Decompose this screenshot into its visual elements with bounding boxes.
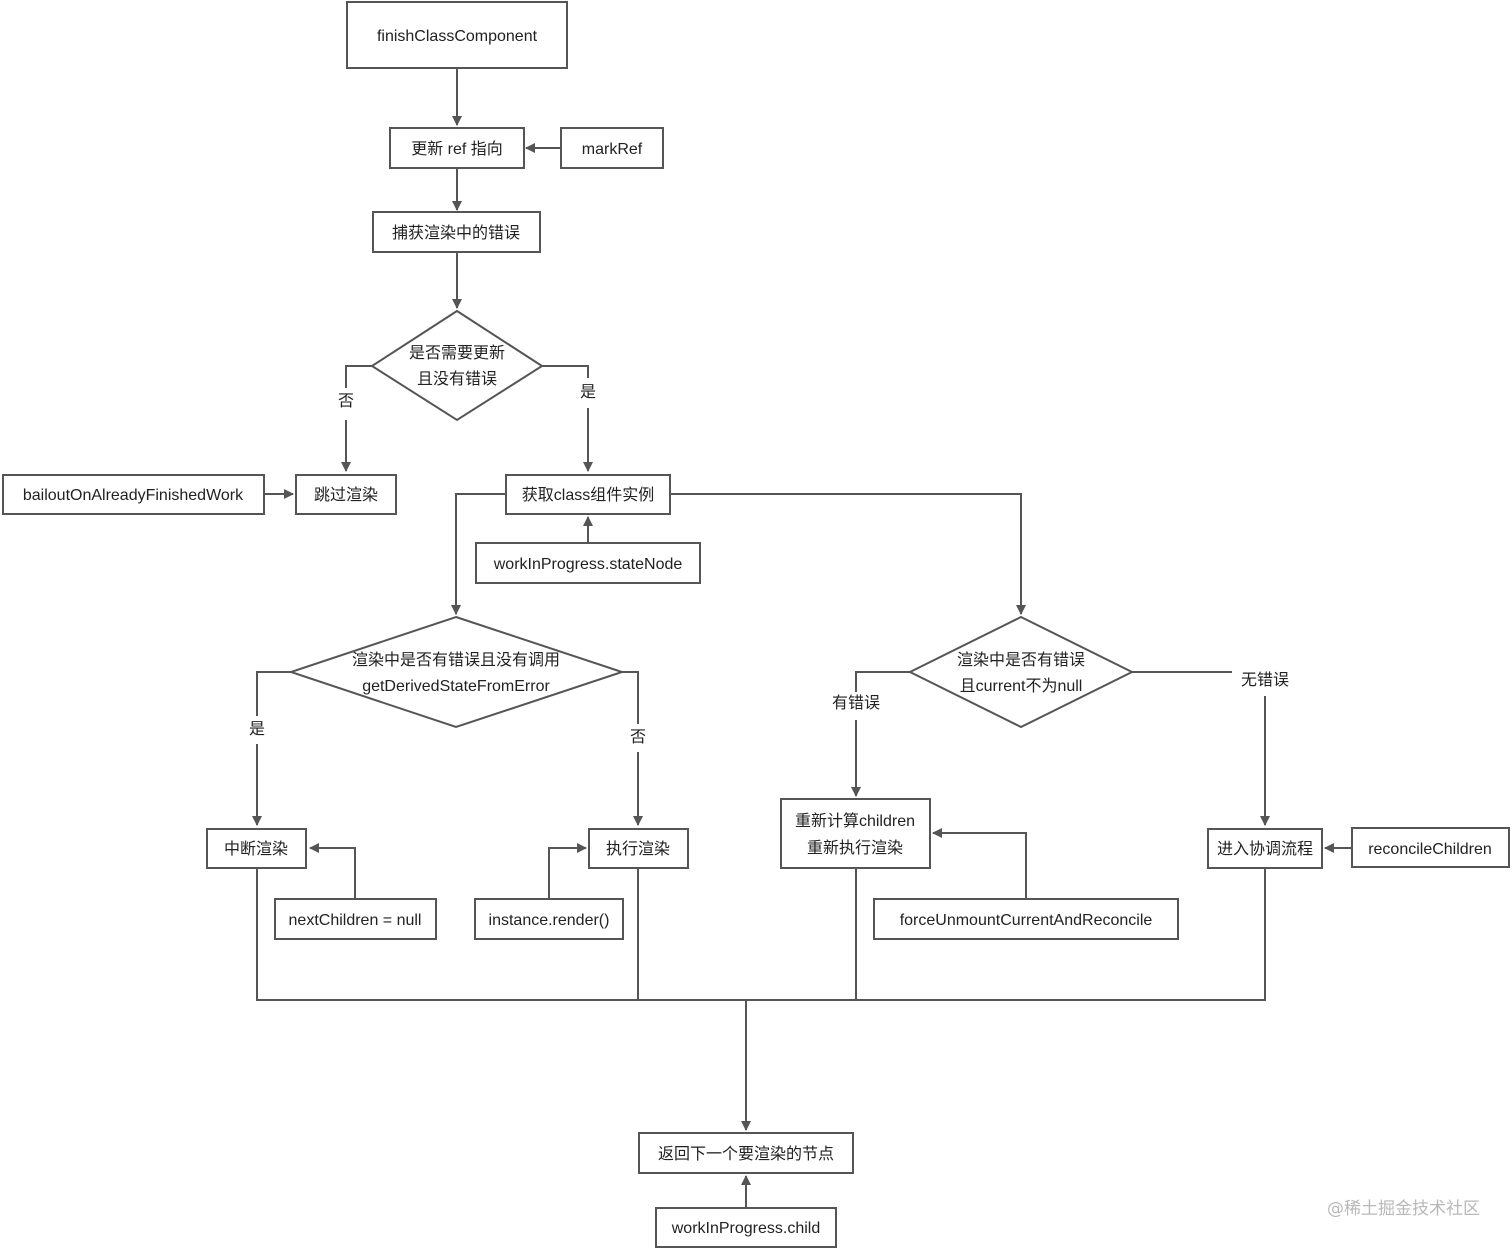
node-enter-reconcile: 进入协调流程 — [1207, 828, 1323, 869]
node-label: 进入协调流程 — [1217, 840, 1313, 858]
node-label-line1: 是否需要更新 — [409, 344, 505, 362]
node-label: forceUnmountCurrentAndReconcile — [900, 912, 1153, 929]
edge-left-no-1 — [622, 671, 639, 724]
node-decision-error-right: 渲染中是否有错误 且current不为null — [907, 615, 1135, 729]
edge-labels: 否 是 是 否 有错误 无错误 — [249, 384, 1289, 746]
edge-force-to-recompute — [932, 828, 1027, 899]
node-label-line2: 重新执行渲染 — [807, 839, 903, 857]
node-update-ref: 更新 ref 指向 — [389, 127, 525, 169]
edge-merge — [256, 868, 1266, 1001]
node-skip-render: 跳过渲染 — [295, 474, 397, 515]
node-return-next: 返回下一个要渲染的节点 — [638, 1132, 854, 1174]
node-label-line1: 重新计算children — [795, 811, 915, 830]
node-label: workInProgress.stateNode — [493, 556, 683, 573]
node-label: 获取class组件实例 — [522, 486, 654, 504]
node-label: 中断渲染 — [224, 840, 288, 858]
node-label: finishClassComponent — [377, 28, 538, 45]
node-label-line2: 且current不为null — [960, 677, 1083, 695]
node-decision-error-left: 渲染中是否有错误且没有调用 getDerivedStateFromError — [287, 615, 626, 729]
edge-label-no-left: 否 — [630, 729, 646, 746]
node-label: 执行渲染 — [606, 840, 670, 858]
node-label: 跳过渲染 — [314, 486, 378, 504]
edge-label-no-error: 无错误 — [1241, 671, 1289, 689]
edge-right-error — [855, 671, 910, 692]
node-label: markRef — [582, 141, 643, 158]
edge-label-has-error: 有错误 — [832, 694, 880, 712]
edge-nextchildren-to-interrupt — [309, 843, 356, 899]
node-wip-child: workInProgress.child — [655, 1207, 837, 1248]
node-force-unmount: forceUnmountCurrentAndReconcile — [873, 898, 1179, 940]
node-label: workInProgress.child — [671, 1220, 821, 1237]
node-catch-errors: 捕获渲染中的错误 — [372, 211, 541, 253]
node-label-line2: getDerivedStateFromError — [362, 678, 550, 695]
edge-instance-to-right-decision — [670, 493, 1026, 615]
node-interrupt-render: 中断渲染 — [206, 828, 307, 869]
edge-left-yes-1 — [256, 671, 291, 716]
node-label: reconcileChildren — [1368, 841, 1492, 858]
node-finish-class-component: finishClassComponent — [346, 1, 568, 69]
node-reconcile-children: reconcileChildren — [1351, 827, 1510, 868]
edge-render-to-execute — [548, 843, 587, 899]
edge-instance-to-left-decision — [451, 493, 506, 615]
node-get-instance: 获取class组件实例 — [505, 474, 671, 515]
edges — [252, 68, 1352, 1208]
edge-label-no-top: 否 — [338, 393, 354, 410]
node-bailout: bailoutOnAlreadyFinishedWork — [2, 474, 265, 515]
node-label-line1: 渲染中是否有错误且没有调用 — [352, 651, 560, 669]
edge-decision-no-1 — [345, 365, 372, 388]
node-label-line1: 渲染中是否有错误 — [957, 651, 1085, 669]
node-instance-render: instance.render() — [474, 898, 624, 940]
edge-label-yes-left: 是 — [249, 721, 265, 738]
watermark: @稀土掘金技术社区 — [1327, 1199, 1480, 1219]
edge-decision-yes-1 — [542, 365, 589, 378]
node-next-children-null: nextChildren = null — [274, 898, 437, 940]
node-label: 更新 ref 指向 — [411, 140, 503, 158]
node-decision-update: 是否需要更新 且没有错误 — [370, 309, 544, 422]
node-label: nextChildren = null — [289, 912, 422, 929]
edge-label-yes-top: 是 — [580, 384, 596, 401]
node-label: instance.render() — [489, 912, 610, 929]
node-mark-ref: markRef — [560, 127, 664, 169]
node-label: 捕获渲染中的错误 — [392, 224, 520, 242]
node-label-line2: 且没有错误 — [417, 370, 497, 388]
node-label: bailoutOnAlreadyFinishedWork — [23, 487, 244, 504]
node-recompute-children: 重新计算children 重新执行渲染 — [780, 798, 931, 869]
node-label: 返回下一个要渲染的节点 — [658, 1145, 834, 1163]
node-execute-render: 执行渲染 — [588, 828, 689, 869]
node-state-node: workInProgress.stateNode — [475, 542, 701, 584]
